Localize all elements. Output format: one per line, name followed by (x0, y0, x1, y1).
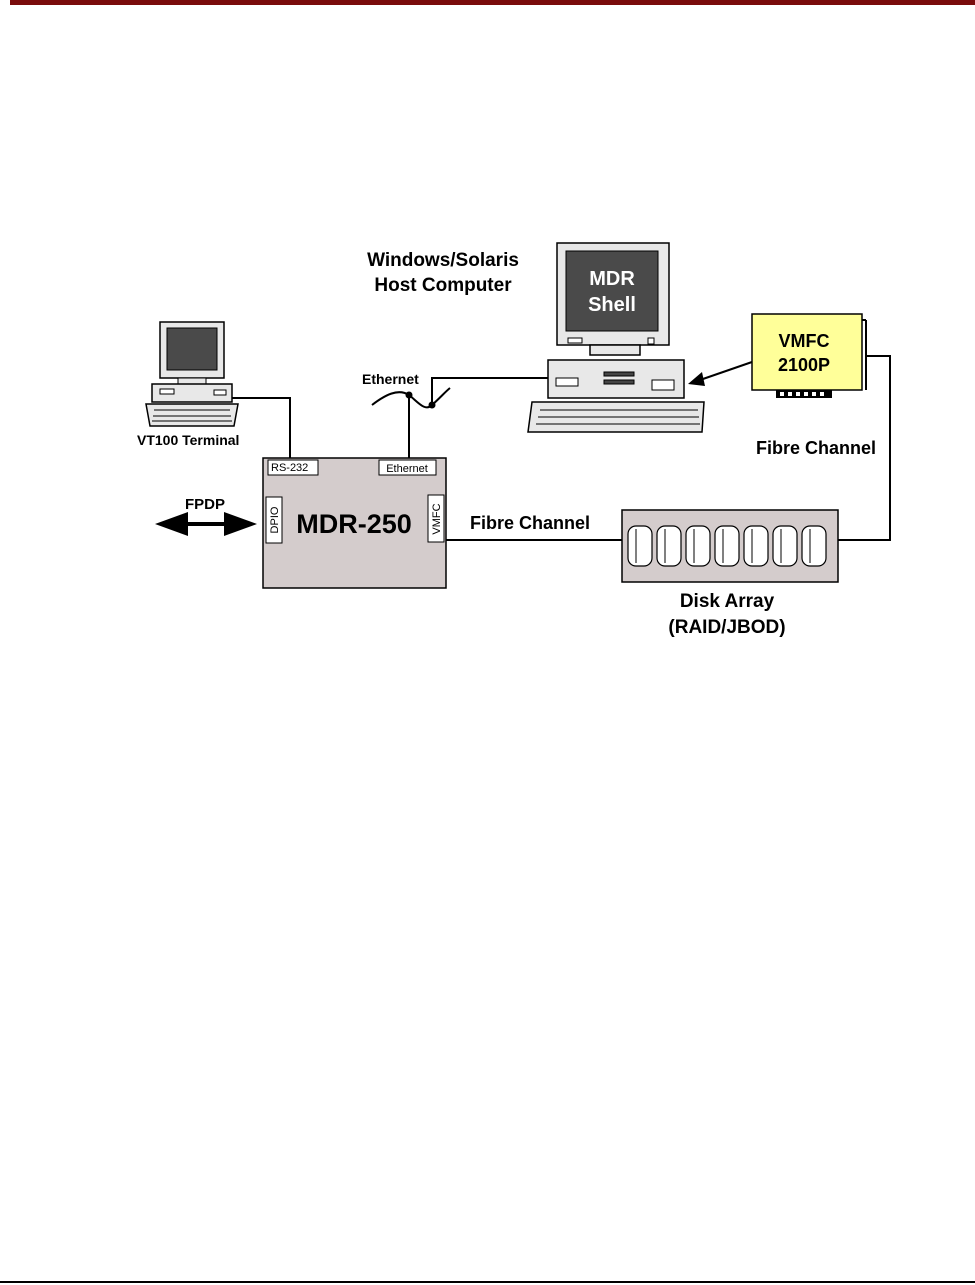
disk-array-line1: Disk Array (680, 591, 775, 612)
vmfc-card-line2: 2100P (778, 355, 830, 375)
vt100-terminal (145, 321, 239, 427)
header-rule (10, 0, 975, 5)
host-title-line1: Windows/Solaris (367, 250, 519, 271)
fpdp-label: FPDP (185, 496, 225, 513)
mdr-250-label: MDR-250 (296, 509, 412, 539)
ethernet-node-right (428, 401, 436, 409)
rs232-cable (228, 397, 291, 458)
host-screen-line1: MDR (589, 268, 635, 290)
fibre-channel-link-label: Fibre Channel (470, 513, 590, 533)
connection-lines (228, 355, 891, 541)
ethernet-port (378, 459, 437, 476)
host-title-line2: Host Computer (374, 275, 512, 296)
disk-array-line2: (RAID/JBOD) (668, 617, 785, 638)
mdr-250-unit (262, 457, 447, 589)
vmfc-card-line1: VMFC (779, 331, 830, 351)
vmfc-to-host-arrow (699, 361, 753, 381)
rs232-port (267, 459, 319, 476)
footer-rule (0, 1281, 975, 1283)
host-ethernet-cable (431, 377, 548, 405)
fibre-channel-right-label: Fibre Channel (756, 438, 876, 458)
rs232-port-label: RS-232 (271, 462, 308, 474)
fibre-channel-disk-vmfc (838, 355, 891, 541)
ethernet-port-label: Ethernet (386, 463, 428, 475)
ethernet-node-left (405, 391, 413, 399)
host-screen-line2: Shell (588, 294, 636, 316)
vt100-label: VT100 Terminal (137, 432, 239, 448)
dpio-port-label: DPIO (269, 506, 281, 533)
host-computer (527, 242, 705, 433)
fpdp-arrow (155, 512, 257, 536)
disk-array (621, 509, 839, 583)
vmfc-card (751, 313, 867, 398)
disk-drives (627, 525, 827, 567)
vmfc-port-label: VMFC (431, 503, 443, 534)
vmfc-to-host-arrowhead (688, 372, 705, 386)
ethernet-network-line (371, 387, 451, 409)
dpio-port (265, 496, 283, 544)
ethernet-network-label: Ethernet (362, 371, 419, 387)
vmfc-port (427, 494, 445, 543)
